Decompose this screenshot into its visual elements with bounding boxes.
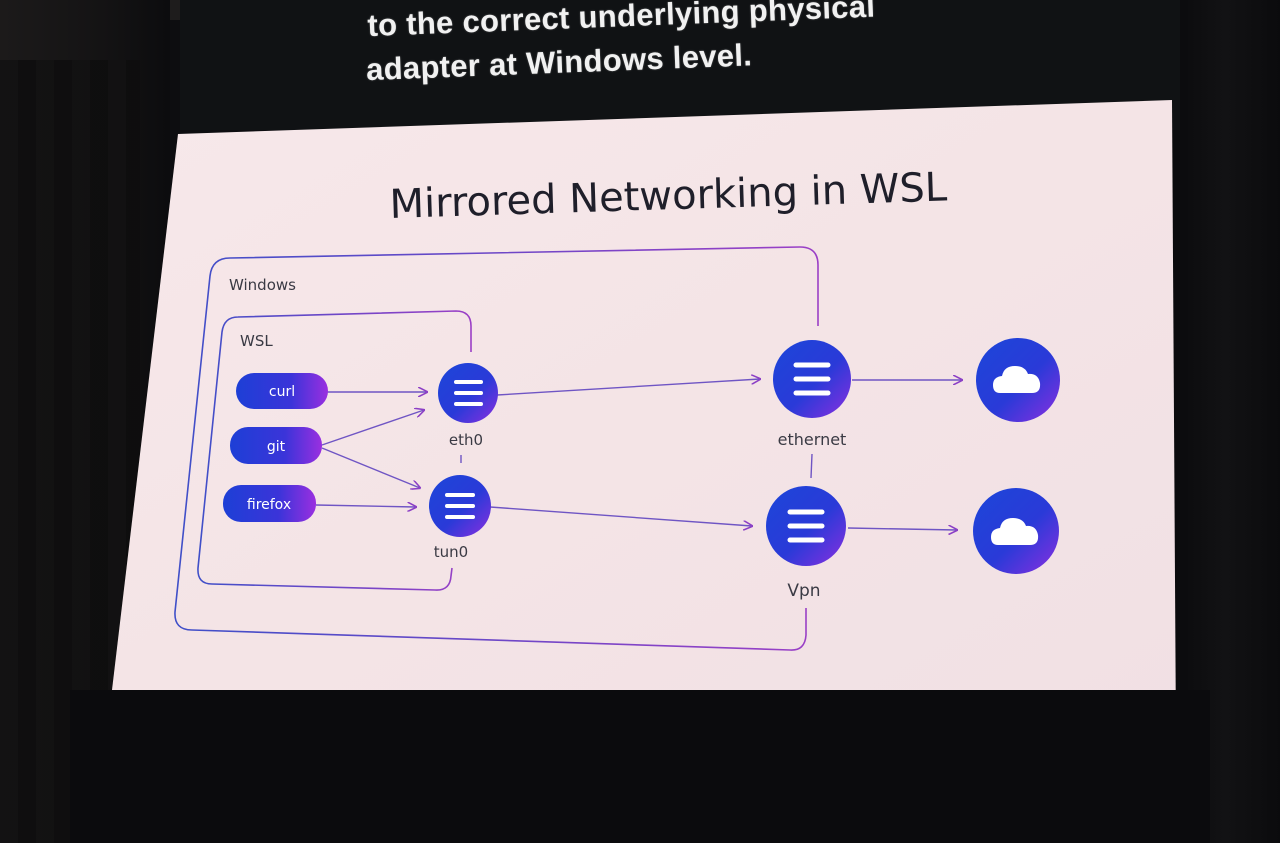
adapter-tun0: tun0 (429, 475, 491, 561)
adapter-label: Vpn (787, 581, 820, 601)
app-pill-curl: curl (236, 373, 328, 409)
cloud-icon (993, 366, 1041, 393)
menu-lines-icon (793, 362, 831, 396)
menu-lines-icon (445, 493, 475, 519)
app-pill-label: firefox (247, 497, 291, 513)
cloud-node-vpn (973, 488, 1059, 574)
connector-lines (315, 379, 962, 530)
cloud-node-ethernet (976, 338, 1060, 422)
wsl-label: WSL (240, 332, 273, 350)
connector-vpn-cloud (847, 528, 957, 530)
connector-git-tun0 (321, 447, 420, 488)
adapter-label: ethernet (778, 430, 847, 449)
adapter-ethernet: ethernet (773, 340, 851, 449)
menu-lines-icon (454, 380, 483, 406)
wsl-boundary-box (197, 310, 472, 591)
adapter-eth0: eth0 (438, 363, 498, 449)
connector-eth0-ethernet (496, 379, 760, 396)
stage-foreground (70, 690, 1210, 843)
adapter-vpn: Vpn (766, 486, 846, 601)
connector-tun0-vpn (489, 506, 752, 526)
connector-git-eth0 (321, 410, 424, 446)
slide-surface (112, 100, 1176, 740)
cloud-icon (991, 518, 1039, 545)
adapter-label: eth0 (449, 431, 483, 449)
app-pill-label: git (267, 439, 286, 455)
app-pill-firefox: firefox (223, 485, 316, 522)
adapter-label: tun0 (434, 543, 468, 561)
app-pill-git: git (230, 427, 322, 464)
app-pill-label: curl (269, 384, 295, 400)
connector-ethernet-vpn (810, 453, 813, 479)
windows-label: Windows (229, 276, 296, 294)
connector-firefox-tun0 (315, 505, 416, 507)
menu-lines-icon (787, 509, 825, 543)
windows-boundary-box (174, 246, 819, 651)
